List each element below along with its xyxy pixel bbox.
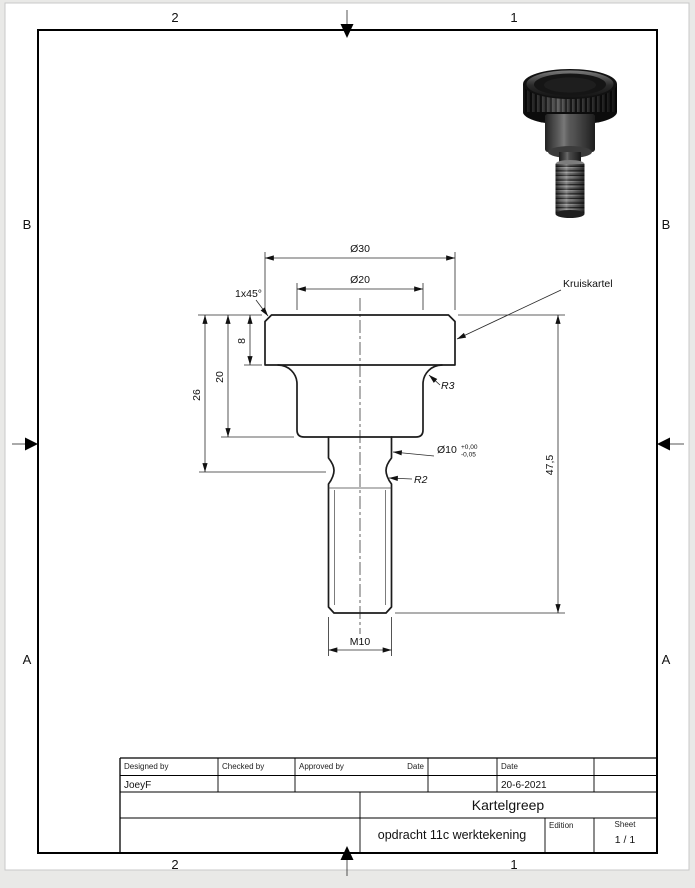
zone-bottom-right: 1 xyxy=(510,857,517,872)
shaft-outline xyxy=(327,436,393,614)
edition-label: Edition xyxy=(549,821,573,830)
sheet-label: Sheet xyxy=(615,820,637,829)
dim-26-text: 26 xyxy=(191,389,203,401)
zone-right-a: A xyxy=(662,652,671,667)
sheet-value: 1 / 1 xyxy=(615,834,636,846)
centering-marks xyxy=(12,10,684,876)
center-mark-left-arrow xyxy=(25,437,38,451)
zone-top-left: 2 xyxy=(171,10,178,25)
dim-dia20-text: Ø20 xyxy=(350,274,370,286)
iso-thread-bottom xyxy=(555,210,585,218)
front-view xyxy=(264,298,456,634)
zone-top-right: 1 xyxy=(510,10,517,25)
date-value: 20-6-2021 xyxy=(501,780,547,791)
collar-outline xyxy=(277,364,443,438)
iso-view xyxy=(523,69,617,218)
iso-head-top-center xyxy=(544,77,596,93)
leader-kruiskartel xyxy=(456,289,562,340)
part-title: Kartelgreep xyxy=(472,797,545,813)
leader-r2 xyxy=(388,475,413,481)
kruiskartel-text: Kruiskartel xyxy=(563,278,613,290)
leader-dia10 xyxy=(392,450,435,457)
zone-left-a: A xyxy=(23,652,32,667)
leader-r3 xyxy=(428,374,441,386)
date-label-2: Date xyxy=(501,762,518,771)
document-title: opdracht 11c werktekening xyxy=(378,828,527,842)
dim-dia10-tol-upper: +0,00 xyxy=(461,444,478,451)
dim-dia10-tol-lower: -0,05 xyxy=(461,452,476,459)
dim-20-text: 20 xyxy=(214,371,226,383)
checked-by-label: Checked by xyxy=(222,762,264,771)
center-mark-right-arrow xyxy=(657,437,670,451)
dim-475-text: 47,5 xyxy=(544,455,556,476)
leader-chamfer xyxy=(255,299,269,317)
designed-by-value: JoeyF xyxy=(124,780,151,791)
date-label: Date xyxy=(407,762,424,771)
title-block: Designed by Checked by Approved by Date … xyxy=(119,757,657,853)
zone-right-b: B xyxy=(662,217,671,232)
iso-collar-shading xyxy=(545,114,595,152)
dim-m10-text: M10 xyxy=(350,636,371,648)
dim-8-text: 8 xyxy=(236,338,248,344)
dim-chamfer-text: 1x45° xyxy=(235,288,262,300)
center-mark-bottom-arrow xyxy=(340,846,354,860)
center-mark-top-arrow xyxy=(340,24,354,38)
zone-bottom-left: 2 xyxy=(171,857,178,872)
zone-labels: 2 1 2 1 B B A A xyxy=(23,10,671,872)
dim-r2-text: R2 xyxy=(414,474,428,486)
iso-thread-shading xyxy=(555,164,585,214)
approved-by-label: Approved by xyxy=(299,762,344,771)
dim-dia30-text: Ø30 xyxy=(350,243,370,255)
dim-r3-text: R3 xyxy=(441,380,455,392)
head-outline xyxy=(264,314,456,366)
dimensions: Ø30 Ø20 1x45° 8 20 26 47,5 R3 Ø10 +0,00 … xyxy=(191,243,613,656)
designed-by-label: Designed by xyxy=(124,762,168,771)
dim-dia10-text: Ø10 xyxy=(437,444,457,456)
zone-left-b: B xyxy=(23,217,32,232)
